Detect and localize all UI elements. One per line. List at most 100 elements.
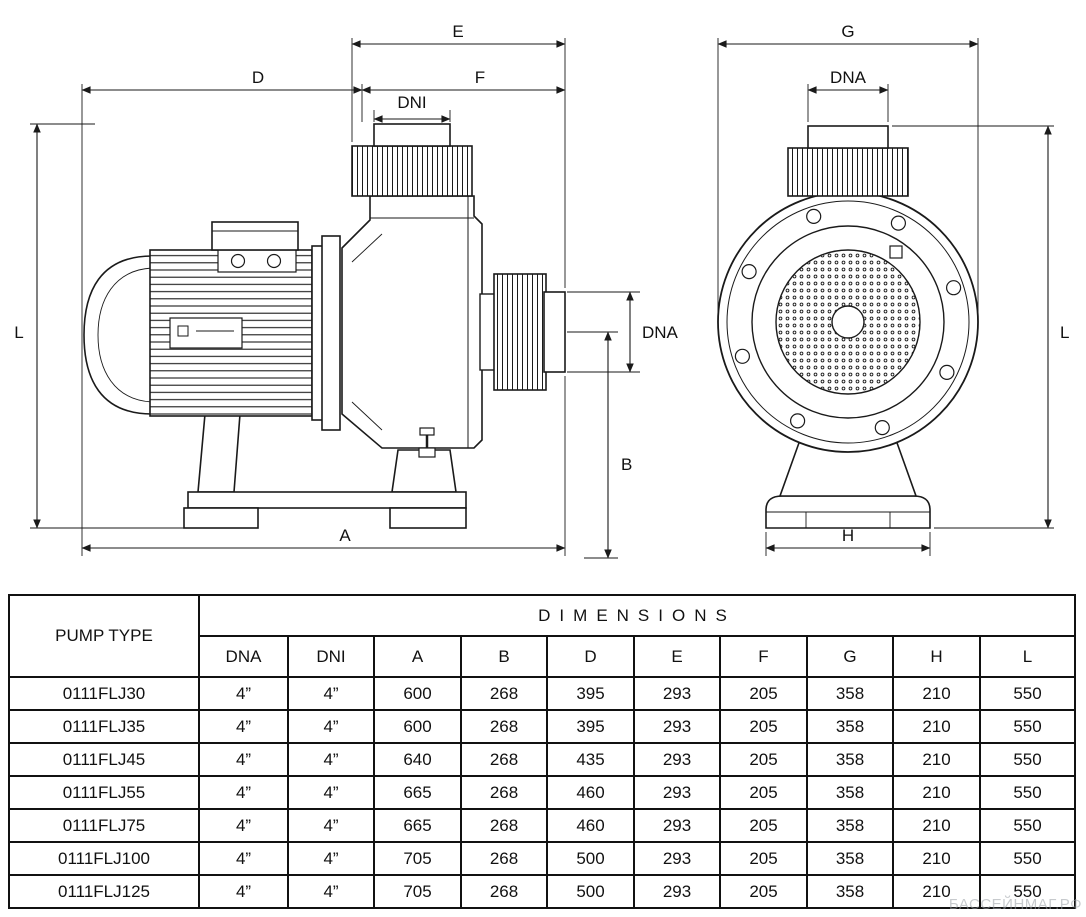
casing-bolt (789, 413, 806, 429)
base-pad-right (389, 507, 467, 529)
discharge-collar (373, 123, 451, 147)
table-row: 0111FLJ30 4” 4” 600 268 395 293 205 358 … (8, 676, 1076, 711)
pump-type-cell: 0111FLJ30 (8, 676, 200, 711)
dim-cell: 210 (892, 841, 981, 876)
casing-bolt (874, 420, 890, 436)
pump-type-cell: 0111FLJ75 (8, 808, 200, 843)
motor-end-cap (83, 255, 153, 415)
front-collar (807, 125, 889, 149)
dim-cell: 550 (979, 676, 1076, 711)
dim-cell: 550 (979, 874, 1076, 909)
dim-cell: 395 (546, 676, 635, 711)
pump-type-cell: 0111FLJ35 (8, 709, 200, 744)
dim-cell: 665 (373, 808, 462, 843)
dim-label-dna-side: DNA (642, 323, 679, 342)
casing-bolt (945, 280, 962, 296)
table-section: PUMP TYPE DIMENSIONS DNA DNI A B D E F G… (8, 594, 1076, 909)
dim-cell: 665 (373, 775, 462, 810)
dim-cell: 205 (719, 841, 808, 876)
front-view-dimensions: G DNA L H (717, 22, 1069, 556)
dim-cell: 205 (719, 874, 808, 909)
dim-cell: 550 (979, 808, 1076, 843)
watermark: БАССЕЙНМАГ.РФ (948, 896, 1082, 913)
suction-coupling-nut (493, 273, 547, 391)
dim-cell: 550 (979, 709, 1076, 744)
dim-cell: 210 (892, 775, 981, 810)
nameplate-detail (177, 325, 189, 337)
side-view-dimensions: E D F DNI L A B DNA (14, 22, 679, 559)
dim-cell: 550 (979, 775, 1076, 810)
dim-cell: 268 (460, 742, 548, 777)
motor-nameplate (169, 317, 243, 349)
dim-cell: 210 (892, 709, 981, 744)
col-header-d: D (546, 635, 635, 678)
dim-cell: 435 (546, 742, 635, 777)
dim-cell: 268 (460, 874, 548, 909)
dim-cell: 600 (373, 676, 462, 711)
dim-label-e: E (452, 22, 463, 41)
col-header-a: A (373, 635, 462, 678)
dim-cell: 4” (198, 709, 289, 744)
casing-taper-line (351, 401, 383, 431)
dim-cell: 358 (806, 709, 894, 744)
dim-cell: 293 (633, 742, 721, 777)
dim-cell: 210 (892, 676, 981, 711)
dim-cell: 395 (546, 709, 635, 744)
base-bar (187, 491, 467, 509)
dim-cell: 268 (460, 775, 548, 810)
dim-cell: 460 (546, 775, 635, 810)
pump-type-header: PUMP TYPE (8, 594, 200, 678)
dimension-lines (717, 40, 1052, 552)
dim-cell: 293 (633, 808, 721, 843)
dim-cell: 358 (806, 775, 894, 810)
dim-cell: 4” (198, 742, 289, 777)
dim-cell: 705 (373, 874, 462, 909)
motor-foot (197, 413, 241, 493)
dim-cell: 358 (806, 742, 894, 777)
discharge-coupling-nut (351, 145, 473, 197)
dim-cell: 268 (460, 808, 548, 843)
pump-technical-drawing: E D F DNI L A B DNA (14, 22, 1069, 559)
dim-cell: 550 (979, 841, 1076, 876)
dim-cell: 205 (719, 775, 808, 810)
dimension-lines (33, 40, 634, 559)
terminal-box-step (217, 249, 297, 273)
pump-type-cell: 0111FLJ125 (8, 874, 200, 909)
casing-inner-ring (726, 200, 970, 444)
dim-label-dni: DNI (397, 93, 426, 112)
dim-cell: 358 (806, 808, 894, 843)
dim-cell: 268 (460, 709, 548, 744)
casing-bolt (734, 348, 751, 364)
dim-cell: 358 (806, 841, 894, 876)
casing-bolt (939, 364, 955, 380)
table-row: 0111FLJ75 4” 4” 665 268 460 293 205 358 … (8, 808, 1076, 843)
dim-cell: 705 (373, 841, 462, 876)
dimensions-table: PUMP TYPE DIMENSIONS DNA DNI A B D E F G… (8, 594, 1076, 909)
dim-cell: 4” (198, 808, 289, 843)
table-row: 0111FLJ55 4” 4” 665 268 460 293 205 358 … (8, 775, 1076, 810)
col-header-dni: DNI (287, 635, 375, 678)
drain-bolt-cap (419, 427, 435, 436)
terminal-bolt (266, 253, 282, 269)
dim-cell: 205 (719, 676, 808, 711)
dimensions-header-row: PUMP TYPE DIMENSIONS (8, 594, 1076, 678)
dim-cell: 4” (198, 874, 289, 909)
dim-label-h: H (842, 526, 854, 545)
dim-cell: 4” (198, 775, 289, 810)
dim-cell: 4” (287, 874, 375, 909)
table-row: 0111FLJ125 4” 4” 705 268 500 293 205 358… (8, 874, 1076, 909)
drain-bolt-nut (418, 447, 436, 458)
dim-cell: 4” (287, 841, 375, 876)
front-cover (751, 225, 945, 419)
table-row: 0111FLJ45 4” 4” 640 268 435 293 205 358 … (8, 742, 1076, 777)
table-row: 0111FLJ100 4” 4” 705 268 500 293 205 358… (8, 841, 1076, 876)
pump-front-view (717, 125, 979, 529)
dim-cell: 205 (719, 808, 808, 843)
strainer-center-hole (831, 305, 865, 339)
dim-cell: 460 (546, 808, 635, 843)
col-header-h: H (892, 635, 981, 678)
dim-label-f: F (475, 68, 485, 87)
dim-cell: 293 (633, 874, 721, 909)
dim-cell: 293 (633, 709, 721, 744)
